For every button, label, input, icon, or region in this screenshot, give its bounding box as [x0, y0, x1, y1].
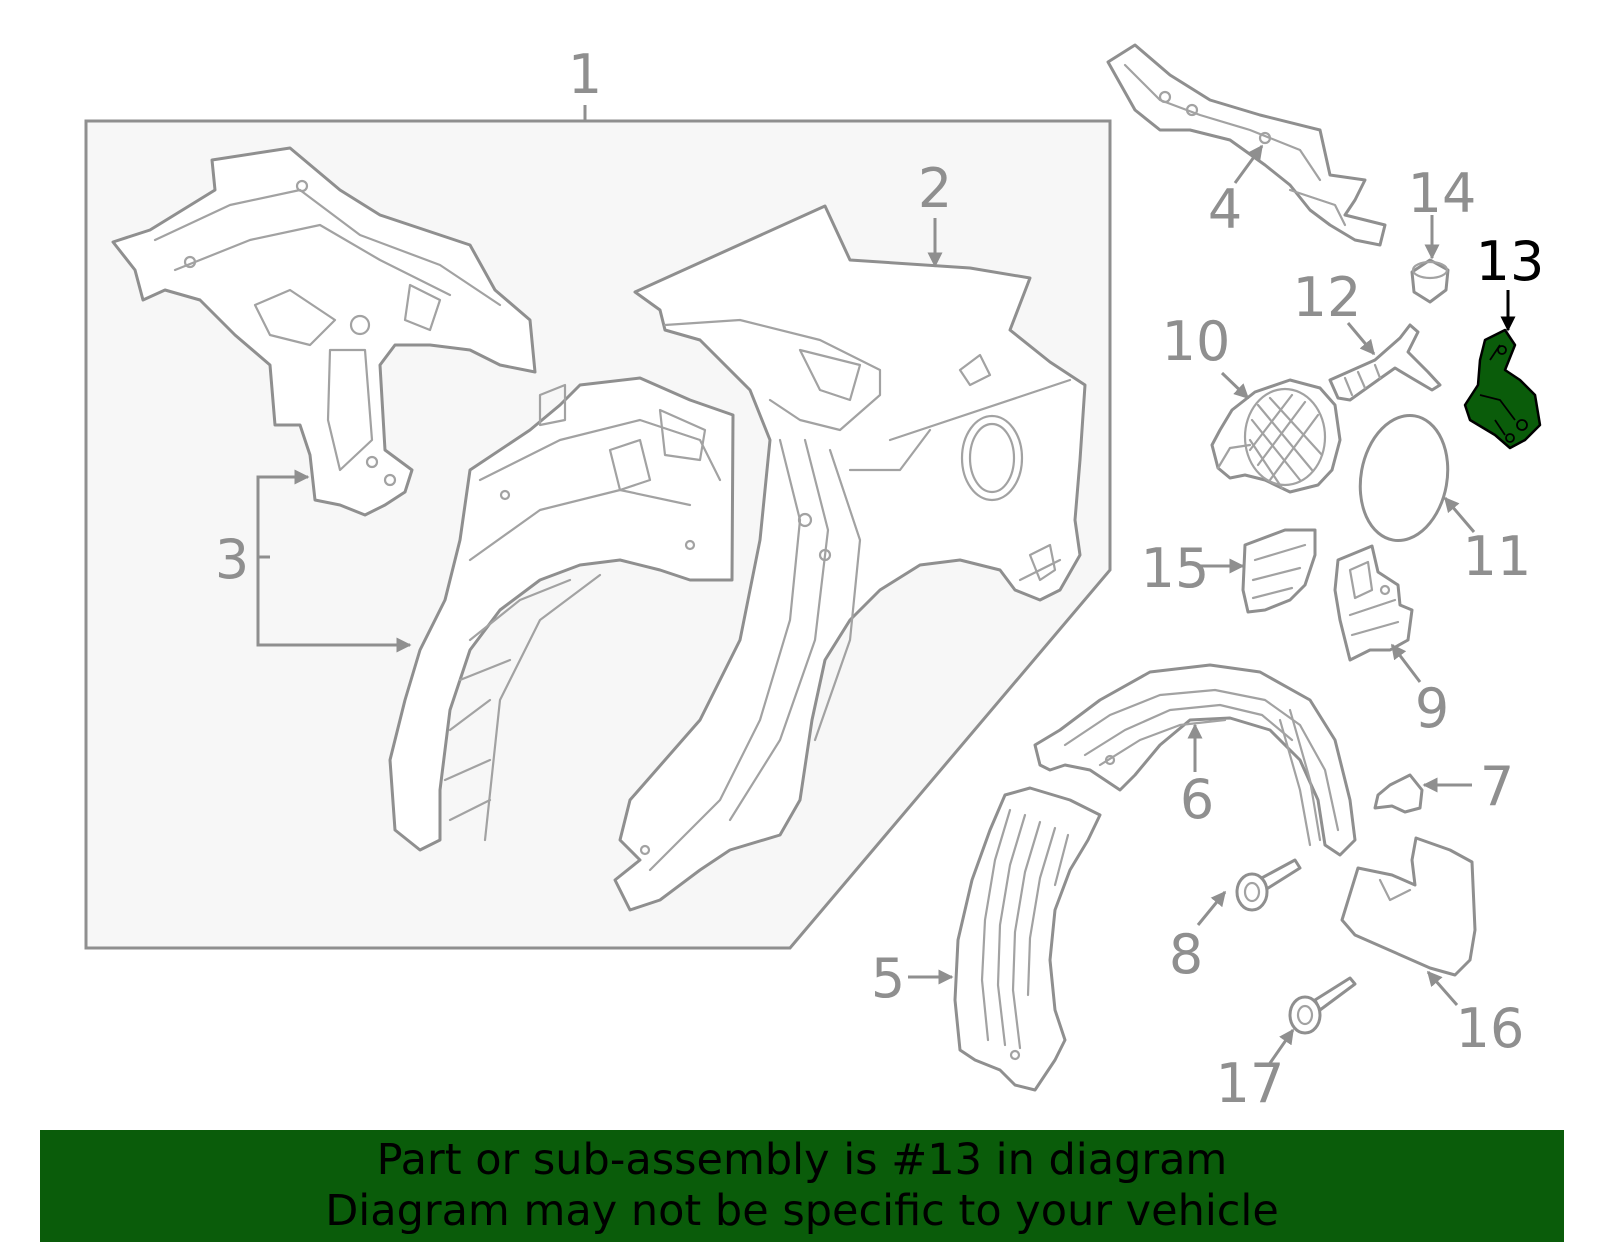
part-4-rail[interactable] [1106, 43, 1387, 247]
part-9-bracket[interactable] [1333, 544, 1414, 662]
part-7-clip[interactable] [1373, 773, 1424, 814]
leader-lines [256, 144, 1516, 1067]
callout-11: 11 [1463, 525, 1532, 588]
callout-labels: 1 2 3 4 5 6 7 8 9 10 11 12 13 14 15 16 1… [215, 43, 1545, 1115]
banner-line-disclaimer: Diagram may not be specific to your vehi… [325, 1186, 1279, 1236]
callout-15: 15 [1141, 537, 1210, 600]
callout-9: 9 [1415, 677, 1449, 740]
callout-17: 17 [1216, 1052, 1285, 1115]
part-8-bolt[interactable] [1235, 858, 1302, 912]
callout-4: 4 [1208, 178, 1242, 241]
part-3-upper-panel[interactable] [111, 146, 537, 517]
part-11-fuel-door[interactable] [1351, 408, 1458, 547]
part-5-liner[interactable] [953, 786, 1102, 1092]
callout-10: 10 [1162, 310, 1231, 373]
part-13-actuator[interactable] [1463, 328, 1542, 450]
part-6-liner[interactable] [1033, 663, 1357, 857]
callout-8: 8 [1169, 923, 1203, 986]
callout-13: 13 [1476, 230, 1545, 293]
part-15-vent[interactable] [1241, 528, 1317, 614]
part-2-quarter-panel[interactable] [613, 204, 1087, 912]
part-10-filler-housing[interactable] [1210, 378, 1342, 494]
info-banner: Part or sub-assembly is #13 in diagram D… [40, 1130, 1564, 1242]
part-14-grommet[interactable] [1410, 258, 1450, 304]
callout-1: 1 [568, 43, 602, 106]
part-3-wheelhouse-inner[interactable] [388, 376, 735, 852]
callout-3: 3 [215, 528, 249, 591]
part-16-mudflap[interactable] [1340, 836, 1477, 977]
callout-12: 12 [1293, 266, 1362, 329]
callout-2: 2 [918, 157, 952, 220]
callout-5: 5 [871, 947, 905, 1010]
part-12-hinge[interactable] [1328, 323, 1442, 402]
part-17-screw[interactable] [1288, 976, 1357, 1035]
callout-6: 6 [1180, 768, 1214, 831]
callout-16: 16 [1456, 997, 1525, 1060]
callout-7: 7 [1480, 755, 1514, 818]
banner-line-part: Part or sub-assembly is #13 in diagram [376, 1135, 1228, 1185]
callout-14: 14 [1408, 162, 1477, 225]
